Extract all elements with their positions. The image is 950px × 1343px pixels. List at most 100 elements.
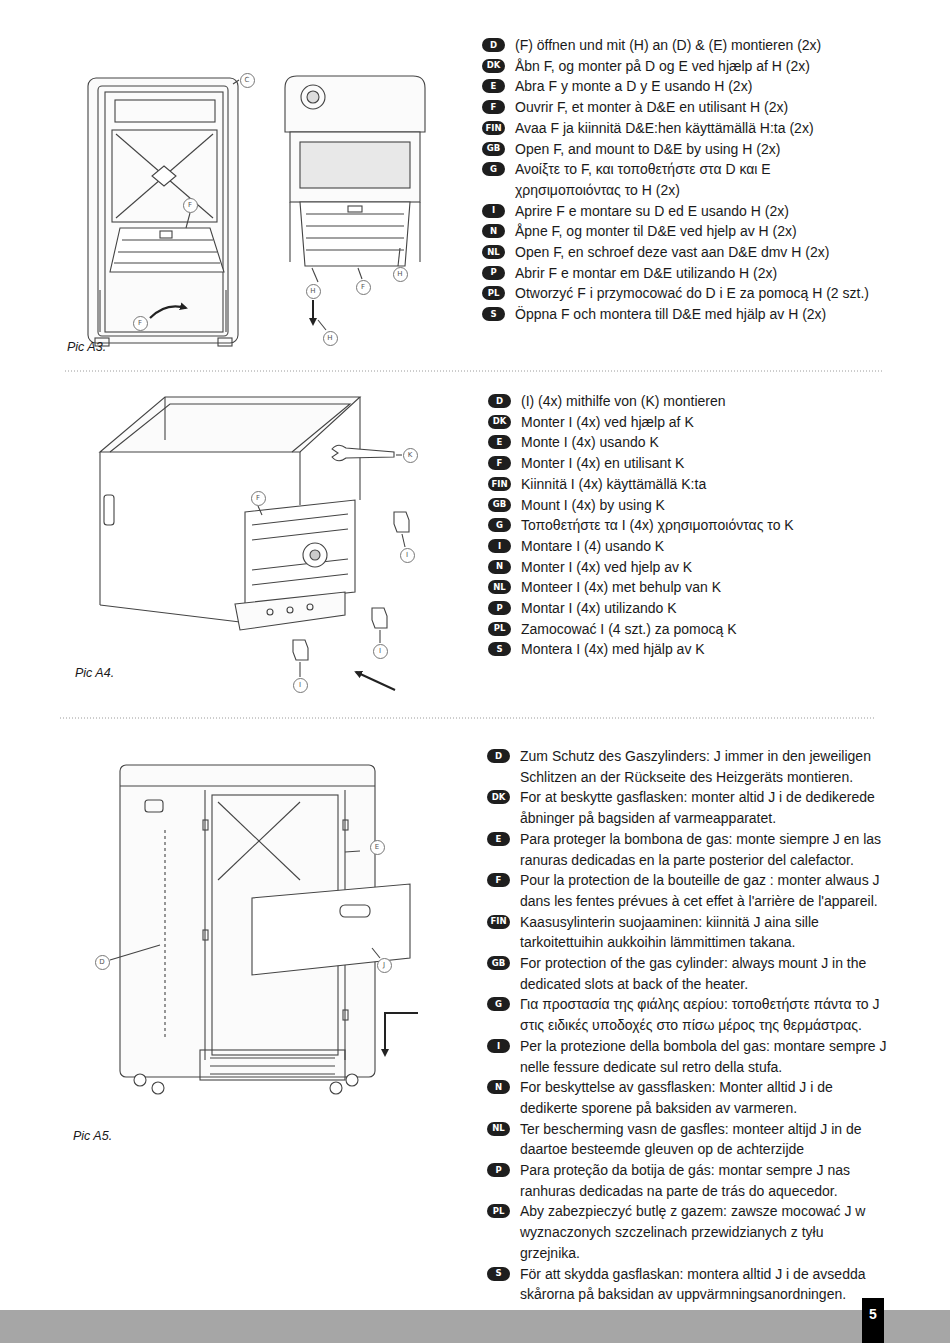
callout-text: F <box>256 495 260 502</box>
language-code: G <box>496 521 503 530</box>
line-art <box>385 1013 418 1055</box>
line-art <box>65 371 882 372</box>
language-badge: I <box>487 1039 510 1053</box>
language-badge: G <box>488 518 511 532</box>
language-badge: DK <box>487 790 510 804</box>
line-art <box>164 397 165 440</box>
instruction-row: NL Ter bescherming vasn de gasfles: monte… <box>487 1119 887 1160</box>
instruction-row: FPour la protection de la bouteille de g… <box>487 870 887 911</box>
line-art <box>218 802 300 880</box>
instruction-row: N Åpne F, og monter til D&E ved hjelp av … <box>482 221 874 242</box>
line-art <box>210 1065 335 1066</box>
instruction-row: DK For at beskytte gasflasken: monter alt… <box>487 787 887 828</box>
instruction-text: Open F, en schroef deze vast aan D&E dmv… <box>515 242 829 263</box>
line-art <box>88 78 239 346</box>
page-number-text: 5 <box>869 1306 877 1322</box>
instruction-row: FINKiinnitä I (4x) käyttämällä K:ta <box>488 474 880 495</box>
line-art <box>118 251 217 252</box>
instruction-text: Ter bescherming vasn de gasfles: monteer… <box>520 1119 887 1160</box>
language-code: N <box>495 1083 502 1092</box>
line-art <box>99 452 100 605</box>
line-art <box>88 78 238 343</box>
callout-letter: I <box>293 678 308 693</box>
line-art <box>300 142 410 188</box>
instruction-row: S För att skydda gasflaskan: montera allt… <box>487 1264 887 1305</box>
instruction-text: Monteer I (4x) met behulp van K <box>521 577 721 598</box>
line-art <box>60 371 882 718</box>
line-art <box>245 500 355 604</box>
instruction-text: Zamocować I (4 szt.) za pomocą K <box>521 619 737 640</box>
instruction-text: Monter I (4x) ved hjelp av K <box>521 557 692 578</box>
line-art <box>267 609 273 615</box>
line-art <box>150 306 186 318</box>
language-code: GB <box>492 959 505 968</box>
callout-letter: F <box>183 198 198 213</box>
language-badge: N <box>488 560 511 574</box>
line-art <box>340 905 370 917</box>
line-art <box>100 397 360 452</box>
line-art <box>115 100 215 122</box>
instruction-text: Zum Schutz des Gaszylinders: J immer in … <box>520 746 887 787</box>
instruction-text: Åpne F, og monter til D&E ved hjelp av H… <box>515 221 797 242</box>
language-badge: S <box>482 307 505 321</box>
page-number: 5 <box>862 1298 884 1343</box>
instruction-row: SÖppna F och montera till D&E med hjälp … <box>482 304 874 325</box>
language-code: I <box>497 1042 500 1051</box>
line-art <box>116 134 213 218</box>
line-art <box>394 512 409 532</box>
language-badge: P <box>487 1163 510 1177</box>
callout-text: D <box>99 959 104 966</box>
language-badge: I <box>488 539 511 553</box>
figure-caption: Pic A4. <box>75 666 114 680</box>
language-badge: F <box>488 456 511 470</box>
line-art <box>252 884 410 975</box>
language-code: D <box>496 397 503 406</box>
instruction-text: För att skydda gasflaskan: montera allti… <box>520 1264 887 1305</box>
line-art <box>356 672 395 690</box>
line-art <box>210 1073 335 1074</box>
language-badge: DK <box>488 415 511 429</box>
line-art <box>318 320 326 330</box>
language-code: F <box>491 103 497 112</box>
callout-text: I <box>406 552 408 559</box>
language-code: G <box>495 1000 502 1009</box>
line-art <box>396 454 402 455</box>
line-art <box>299 662 300 677</box>
language-code: PL <box>494 624 506 633</box>
language-badge: NL <box>487 1122 510 1136</box>
language-code: S <box>495 1269 501 1278</box>
line-art <box>290 132 420 202</box>
instruction-text: Montar I (4x) utilizando K <box>521 598 677 619</box>
language-code: P <box>496 604 502 613</box>
line-art <box>359 397 360 500</box>
callout-letter: H <box>306 284 321 299</box>
instruction-row: PL Zamocować I (4 szt.) za pomocą K <box>488 619 880 640</box>
line-art <box>252 574 348 585</box>
line-art <box>348 206 362 212</box>
instruction-text: Monter I (4x) en utilisant K <box>521 453 684 474</box>
callout-text: C <box>245 77 250 84</box>
language-code: N <box>490 227 497 236</box>
line-art <box>100 605 240 622</box>
instruction-text: For at beskytte gasflasken: monter altid… <box>520 787 887 828</box>
line-art <box>200 1050 345 1080</box>
line-art <box>285 76 425 132</box>
language-badge: PL <box>482 286 505 300</box>
callout-letter: K <box>403 448 418 463</box>
line-art <box>100 397 409 690</box>
instruction-row: SMontera I (4x) med hjälp av K <box>488 639 880 660</box>
line-art <box>164 830 165 1040</box>
instruction-row: EMonte I (4x) usando K <box>488 432 880 453</box>
line-art <box>203 930 208 940</box>
instruction-row: F Monter I (4x) en utilisant K <box>488 453 880 474</box>
language-code: F <box>497 459 503 468</box>
language-badge: P <box>482 266 505 280</box>
instruction-row: PAbrir F e montar em D&E utilizando H (2… <box>482 263 874 284</box>
line-art <box>310 550 320 560</box>
language-code: I <box>492 206 495 215</box>
line-art <box>120 785 375 786</box>
language-badge: DK <box>482 59 505 73</box>
callout-letter: E <box>370 840 385 855</box>
